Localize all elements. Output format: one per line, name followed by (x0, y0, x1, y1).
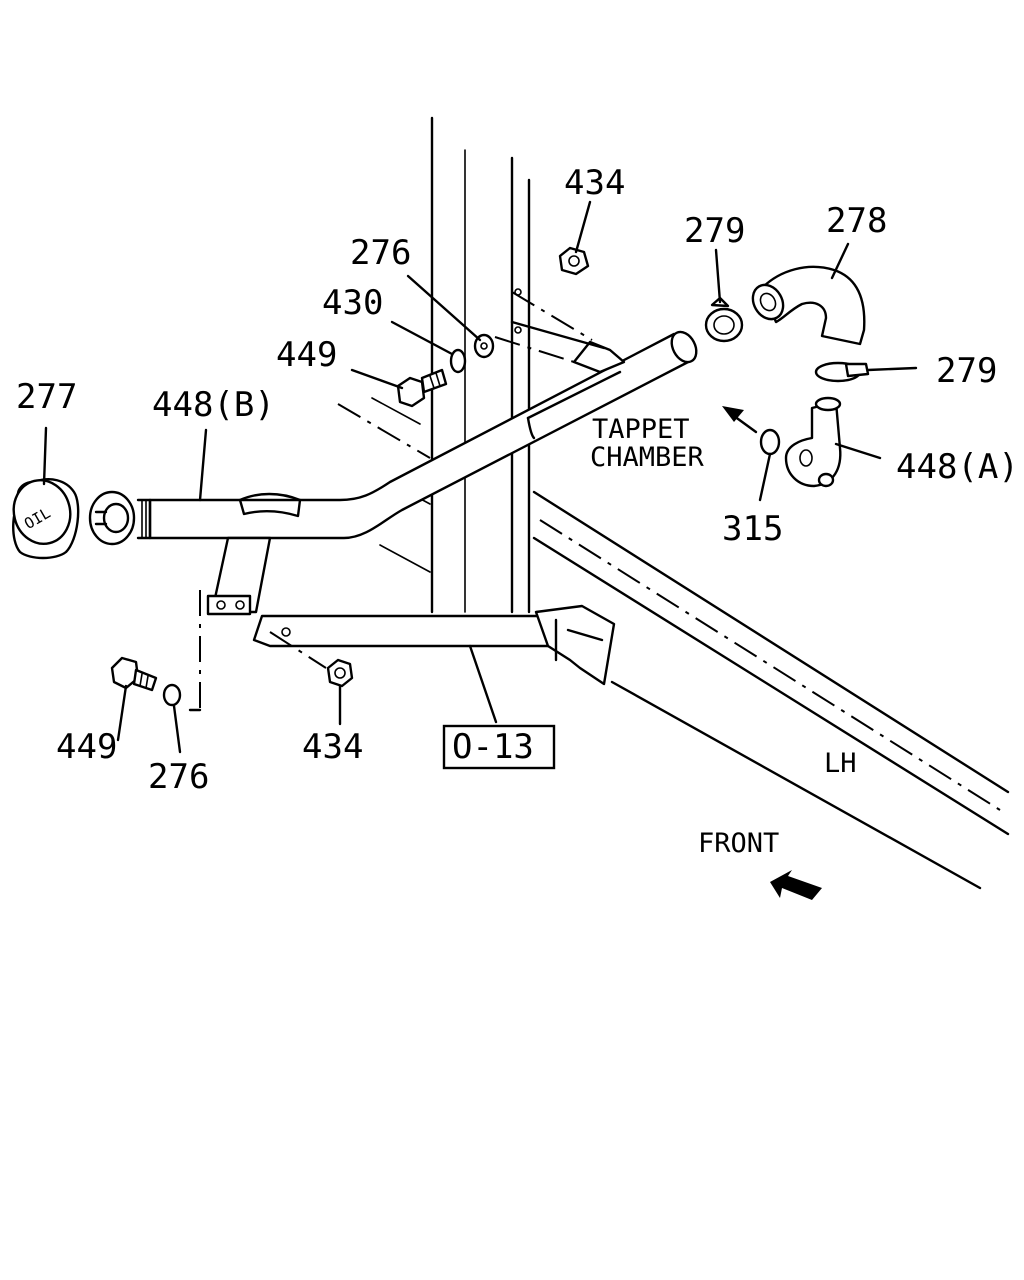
tappet-arrow-icon (722, 406, 758, 434)
washer-430 (449, 348, 467, 374)
hose-clamp-279-right (814, 361, 870, 383)
reference-box-label: O-13 (452, 727, 534, 767)
nut-434-top (558, 246, 590, 276)
lower-bracket-stay (188, 536, 616, 712)
bolt-449-top (396, 368, 448, 408)
filler-pipe-448b (136, 330, 698, 540)
washer-276-bottom (162, 683, 182, 707)
reference-box: O-13 (442, 724, 556, 770)
hose-clamp-279-top (704, 296, 744, 343)
upper-bracket (494, 288, 626, 374)
callout-276-bottom: 276 (148, 757, 209, 797)
callout-448a: 448(A) (896, 447, 1019, 487)
callout-315: 315 (722, 509, 783, 549)
filler-clip (88, 490, 136, 546)
callout-434-top: 434 (564, 163, 625, 203)
lh-label: LH (824, 748, 857, 779)
callout-434-bottom: 434 (302, 727, 363, 767)
callout-449-bottom: 449 (56, 727, 117, 767)
hose-278 (751, 265, 866, 346)
callout-278: 278 (826, 201, 887, 241)
gasket-315 (759, 428, 781, 456)
callout-277: 277 (16, 377, 77, 417)
front-arrow-icon (770, 870, 822, 900)
front-label: FRONT (698, 828, 779, 859)
bolt-449-bottom (110, 656, 158, 692)
oil-filler-cap-277: OIL (12, 478, 80, 560)
engine-frame-lines (337, 116, 1010, 890)
tappet-label-line2: CHAMBER (590, 442, 705, 473)
callout-276-top: 276 (350, 233, 411, 273)
callout-279-top: 279 (684, 211, 745, 251)
callout-449-top: 449 (276, 335, 337, 375)
tappet-label-line1: TAPPET (592, 414, 690, 445)
callout-430: 430 (322, 283, 383, 323)
leader-lines (42, 200, 918, 754)
elbow-pipe-448a (784, 396, 842, 488)
nut-434-bottom (326, 658, 354, 688)
callout-279-right: 279 (936, 351, 997, 391)
callout-448b: 448(B) (152, 385, 275, 425)
